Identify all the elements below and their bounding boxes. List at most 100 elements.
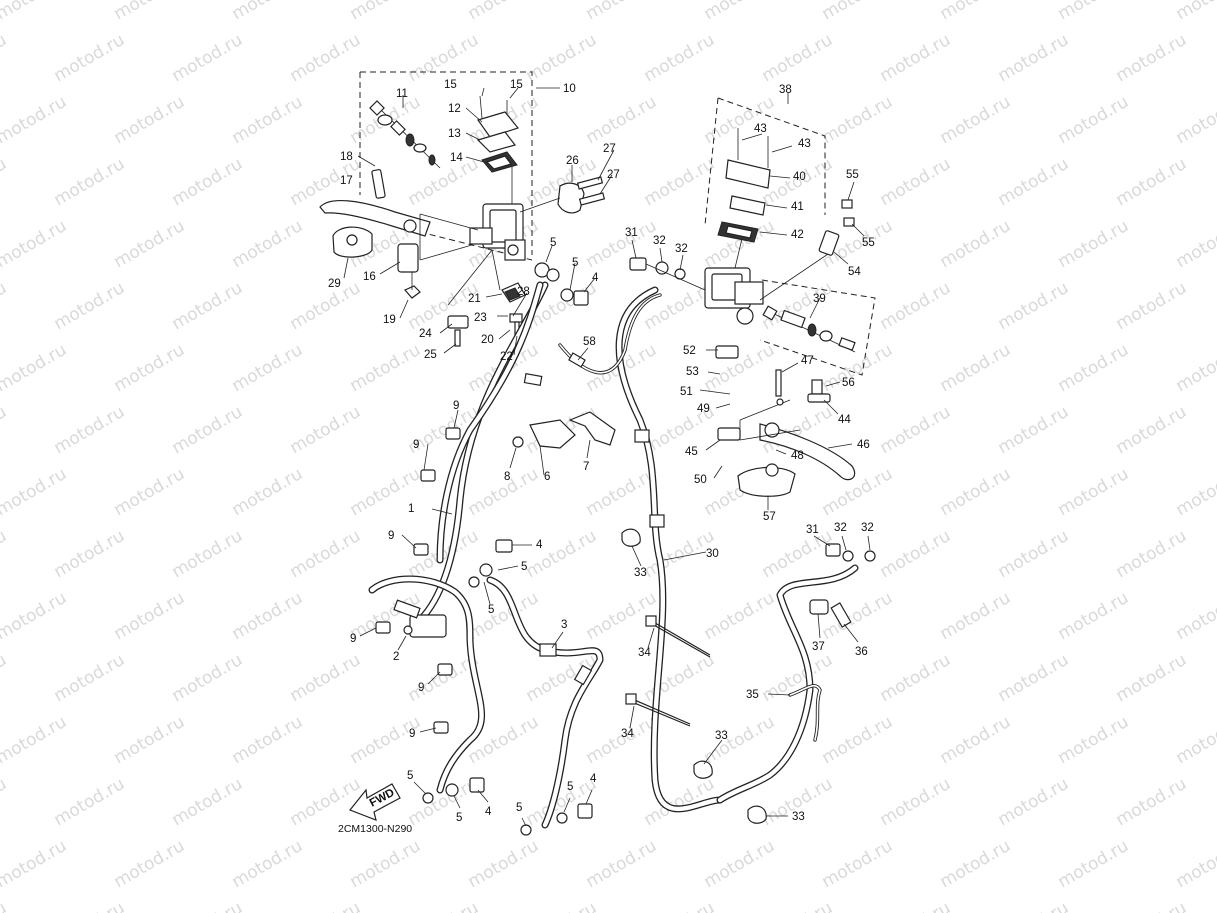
callout-label: 4	[590, 773, 597, 785]
callout-label: 6	[544, 471, 550, 483]
callout-label: 4	[592, 272, 599, 284]
callout-label: 32	[861, 522, 874, 534]
callout-label: 30	[706, 548, 719, 560]
callout-label: 37	[812, 641, 825, 653]
callout-label: 5	[521, 561, 527, 573]
callout-label: 52	[683, 345, 696, 357]
callout-label: 20	[481, 334, 494, 346]
callout-label: 11	[396, 88, 408, 100]
callout-label: 48	[791, 450, 804, 462]
callout-label: 27	[607, 169, 620, 181]
clamps-9	[375, 427, 461, 734]
callout-label: 3	[561, 619, 567, 631]
callout-label: 28	[517, 286, 530, 298]
plug-26	[519, 176, 606, 214]
callout-label: 4	[485, 806, 492, 818]
callout-label: 21	[468, 293, 481, 305]
callout-label: 9	[350, 633, 356, 645]
cable-58	[558, 293, 662, 375]
callout-label: 46	[857, 439, 870, 451]
small-parts-47-56	[775, 369, 831, 406]
bracket-29	[332, 226, 373, 258]
callout-label: 32	[834, 522, 847, 534]
callout-label: 36	[855, 646, 868, 658]
callout-label: 9	[409, 728, 415, 740]
brake-hose-lower-left	[368, 575, 486, 794]
callout-label: 5	[407, 770, 413, 782]
callout-label: 1	[408, 503, 414, 515]
callout-label: 9	[388, 530, 394, 542]
callout-label: 9	[413, 439, 419, 451]
group-box-38	[717, 97, 826, 215]
holder-16	[397, 213, 479, 273]
callout-label: 19	[383, 314, 396, 326]
callout-label: 31	[625, 227, 638, 239]
callout-label: 53	[686, 366, 699, 378]
bracket-45-52	[715, 345, 801, 441]
callout-label: 15	[510, 79, 523, 91]
callout-label: 5	[516, 802, 522, 814]
callout-label: 4	[536, 539, 543, 551]
callout-label: 47	[801, 355, 814, 367]
leader-lines	[343, 87, 871, 827]
callout-label: 8	[504, 471, 510, 483]
callout-label: 5	[572, 257, 578, 269]
nut-19	[404, 272, 421, 299]
left-master-cylinder	[469, 160, 526, 261]
callout-label: 49	[697, 403, 710, 415]
callout-label: 5	[550, 237, 556, 249]
wire-35	[788, 684, 822, 742]
callout-label: 39	[813, 293, 826, 305]
callout-label: 5	[567, 781, 573, 793]
callout-label: 22	[500, 351, 513, 363]
callout-label: 58	[583, 336, 596, 348]
reservoir-cap-12-13-14	[476, 95, 520, 173]
callout-label: 51	[680, 386, 693, 398]
brake-hose-1	[416, 281, 549, 624]
callout-label: 44	[838, 414, 851, 426]
brake-hose-3	[486, 576, 604, 829]
callout-label: 18	[340, 151, 353, 163]
piston-kit-11	[369, 100, 441, 169]
callout-label: 41	[791, 201, 804, 213]
lever-46	[759, 422, 856, 481]
callout-label: 7	[583, 461, 589, 473]
callout-label: 40	[793, 171, 806, 183]
callout-label: 29	[328, 278, 341, 290]
callout-label: 5	[456, 812, 462, 824]
switch-parts-20-28	[447, 249, 526, 347]
callout-label: 10	[563, 83, 576, 95]
diagram-code: 2CM1300-N290	[338, 823, 412, 835]
callout-label: 33	[792, 811, 805, 823]
callout-label: 34	[621, 728, 634, 740]
callout-label: 32	[675, 243, 688, 255]
callout-label: 9	[453, 400, 459, 412]
callout-label: 26	[566, 155, 579, 167]
callout-label: 43	[754, 123, 767, 135]
callout-label: 12	[448, 103, 461, 115]
fitting-5-4-left	[534, 262, 589, 306]
callout-label: 9	[418, 682, 424, 694]
callout-label: 34	[638, 647, 651, 659]
callout-label: 14	[450, 152, 463, 164]
callout-label: 32	[653, 235, 666, 247]
switch-18	[371, 169, 386, 199]
callout-label: 24	[419, 328, 432, 340]
callout-label: 43	[798, 138, 811, 150]
bracket-6-7	[512, 411, 616, 449]
callout-label: 17	[340, 175, 353, 187]
callout-label: 45	[685, 446, 698, 458]
lever-17	[319, 199, 431, 237]
callout-label: 27	[603, 143, 616, 155]
callout-label: 31	[806, 524, 819, 536]
callout-label: 15	[444, 79, 457, 91]
callout-label: 55	[846, 169, 859, 181]
callout-label: 42	[791, 229, 804, 241]
callout-label: 57	[763, 511, 776, 523]
group-box-10	[360, 71, 533, 255]
callout-label: 5	[488, 604, 494, 616]
switch-54-55	[759, 199, 855, 301]
callout-label: 35	[746, 689, 759, 701]
callout-label: 33	[715, 730, 728, 742]
